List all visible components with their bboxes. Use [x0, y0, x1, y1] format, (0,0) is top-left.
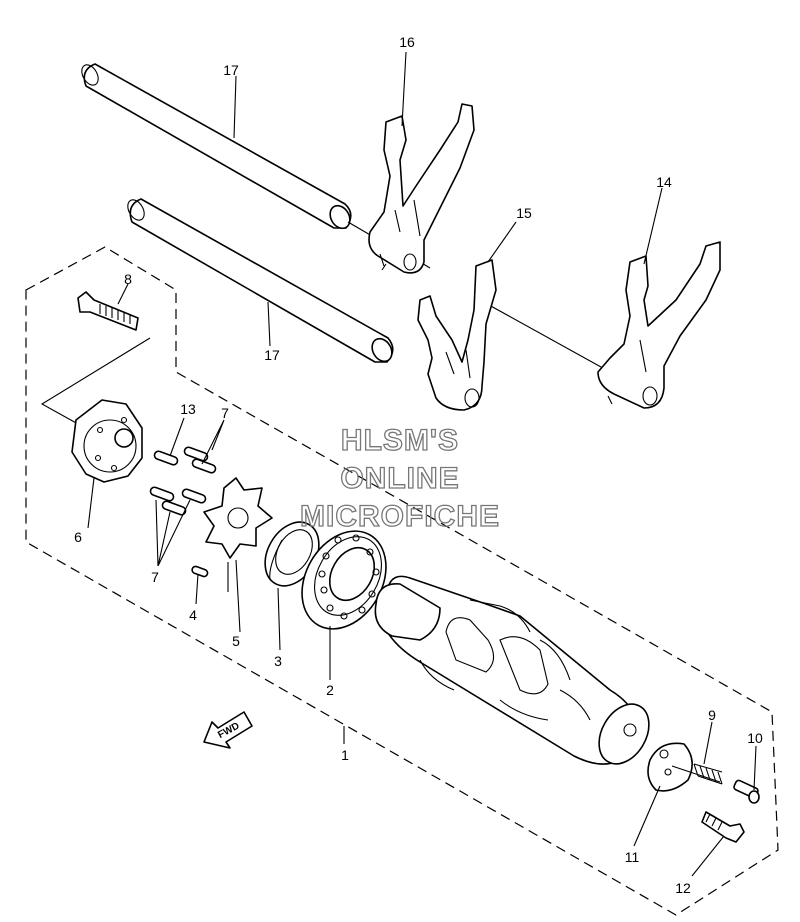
screw-12	[701, 811, 745, 843]
stopper-plate-11	[647, 742, 693, 792]
bearing-2	[301, 530, 387, 630]
watermark-line-3: MICROFICHE	[300, 500, 500, 533]
shift-rod-lower	[127, 198, 394, 363]
callout-17-lower: 17	[264, 347, 280, 363]
callout-7-lower: 7	[151, 569, 159, 585]
shift-fork-14	[597, 241, 721, 409]
screw-8	[77, 291, 139, 331]
callout-16: 16	[399, 34, 415, 50]
pin-10	[733, 779, 760, 804]
segment-6	[71, 399, 143, 483]
watermark-line-1: HLSM'S	[341, 424, 459, 457]
callout-12: 12	[675, 880, 691, 896]
callout-6: 6	[74, 529, 82, 545]
assembly-boundary	[25, 246, 779, 916]
pin-13	[153, 450, 179, 466]
shift-fork-16	[368, 103, 475, 274]
callout-9: 9	[708, 707, 716, 723]
watermark-line-2: ONLINE	[340, 462, 459, 495]
callout-13: 13	[180, 401, 196, 417]
shift-rod-upper	[81, 63, 352, 230]
pins-7-upper	[183, 446, 217, 474]
callout-10: 10	[747, 730, 763, 746]
screw-8-guide-line	[40, 337, 151, 425]
callout-3: 3	[274, 653, 282, 669]
pins-7-lower	[149, 486, 207, 516]
callout-15: 15	[516, 205, 532, 221]
watermark: HLSM'S ONLINE MICROFICHE	[299, 423, 500, 533]
shift-fork-15	[417, 259, 497, 411]
callout-leaders	[87, 51, 757, 877]
callout-8: 8	[124, 271, 132, 287]
star-plate-5	[203, 477, 273, 559]
callout-5: 5	[232, 633, 240, 649]
callout-11: 11	[625, 849, 640, 865]
callout-14: 14	[656, 174, 672, 190]
callout-17-upper: 17	[223, 62, 239, 78]
spring-9	[693, 763, 723, 785]
callout-1: 1	[341, 747, 349, 763]
callout-2: 2	[326, 682, 334, 698]
pin-4	[191, 565, 209, 578]
callout-7-upper: 7	[221, 405, 229, 421]
callout-4: 4	[189, 607, 197, 623]
shift-drum	[374, 575, 650, 765]
stopper-guide-line	[671, 765, 721, 783]
fwd-arrow-icon: FWD	[203, 711, 253, 749]
